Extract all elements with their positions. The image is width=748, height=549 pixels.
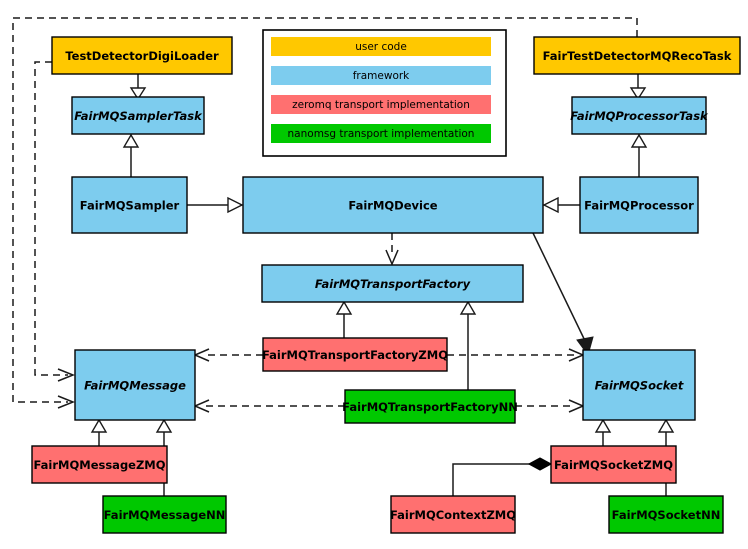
node-box[interactable] bbox=[533, 36, 741, 75]
node-box[interactable] bbox=[571, 96, 707, 135]
node-TestDetectorDigiLoader[interactable]: TestDetectorDigiLoader bbox=[51, 36, 233, 75]
edge-digiloader-to-message bbox=[34, 61, 76, 382]
node-FairMQProcessorTask[interactable]: FairMQProcessorTask bbox=[570, 96, 709, 135]
node-box[interactable] bbox=[102, 495, 227, 534]
node-FairMQSocketZMQ[interactable]: FairMQSocketZMQ bbox=[550, 445, 677, 484]
node-FairMQContextZMQ[interactable]: FairMQContextZMQ bbox=[390, 495, 516, 534]
node-box[interactable] bbox=[344, 389, 516, 424]
legend-item-zeromq: zeromq transport implementation bbox=[271, 95, 491, 114]
node-FairMQSamplerTask[interactable]: FairMQSamplerTask bbox=[71, 96, 205, 135]
node-FairMQTransportFactoryZMQ[interactable]: FairMQTransportFactoryZMQ bbox=[262, 337, 448, 372]
node-FairMQProcessor[interactable]: FairMQProcessor bbox=[579, 176, 699, 234]
edge-layer bbox=[12, 17, 675, 496]
node-FairTestDetectorMQRecoTask[interactable]: FairTestDetectorMQRecoTask bbox=[533, 36, 741, 75]
node-box[interactable] bbox=[74, 349, 196, 421]
node-FairMQDevice[interactable]: FairMQDevice bbox=[242, 176, 544, 234]
node-box[interactable] bbox=[390, 495, 516, 534]
edge-socketzmq-to-socket bbox=[594, 418, 612, 446]
edge-factoryzmq-to-message bbox=[193, 348, 263, 362]
node-box[interactable] bbox=[71, 176, 188, 234]
edge-device-to-socket bbox=[532, 232, 594, 357]
node-box[interactable] bbox=[51, 36, 233, 75]
edge-processor-to-processortask bbox=[630, 133, 648, 177]
edge-factoryzmq-to-factory bbox=[335, 300, 353, 338]
legend-item-user-code: user code bbox=[271, 37, 491, 56]
node-box[interactable] bbox=[582, 349, 696, 421]
node-FairMQMessageZMQ[interactable]: FairMQMessageZMQ bbox=[31, 445, 168, 484]
node-FairMQMessage[interactable]: FairMQMessage bbox=[74, 349, 196, 421]
edge-device-to-transportfactory bbox=[385, 233, 399, 266]
legend-swatch-framework bbox=[271, 66, 491, 85]
legend-swatch-nanomsg bbox=[271, 124, 491, 143]
edge-processor-to-device bbox=[542, 196, 580, 214]
edge-factorynn-to-message bbox=[193, 399, 345, 413]
node-FairMQSocketNN[interactable]: FairMQSocketNN bbox=[608, 495, 724, 534]
node-FairMQMessageNN[interactable]: FairMQMessageNN bbox=[102, 495, 227, 534]
node-box[interactable] bbox=[242, 176, 544, 234]
node-box[interactable] bbox=[71, 96, 205, 135]
node-box[interactable] bbox=[262, 337, 448, 372]
node-box[interactable] bbox=[31, 445, 168, 484]
node-FairMQTransportFactoryNN[interactable]: FairMQTransportFactoryNN bbox=[342, 389, 518, 424]
edge-factorynn-to-factory bbox=[459, 300, 477, 390]
edge-digiloader-to-samplertask bbox=[129, 74, 147, 101]
node-box[interactable] bbox=[550, 445, 677, 484]
legend-item-framework: framework bbox=[271, 66, 491, 85]
node-box[interactable] bbox=[261, 264, 524, 303]
node-FairMQSampler[interactable]: FairMQSampler bbox=[71, 176, 188, 234]
edge-messagezmq-to-message bbox=[90, 418, 108, 446]
node-FairMQSocket[interactable]: FairMQSocket bbox=[582, 349, 696, 421]
node-FairMQTransportFactory[interactable]: FairMQTransportFactory bbox=[261, 264, 524, 303]
edge-socketzmq-composes-contextzmq bbox=[452, 457, 553, 496]
legend-swatch-zeromq bbox=[271, 95, 491, 114]
legend-swatch-user-code bbox=[271, 37, 491, 56]
edge-recotask-to-processortask bbox=[629, 74, 647, 101]
node-box[interactable] bbox=[608, 495, 724, 534]
edge-factorynn-to-socket bbox=[515, 399, 585, 413]
legend: user code framework zeromq transport imp… bbox=[262, 29, 507, 157]
edge-recotask-to-message bbox=[12, 17, 638, 409]
edge-sampler-to-device bbox=[187, 196, 244, 214]
node-box[interactable] bbox=[579, 176, 699, 234]
legend-item-nanomsg: nanomsg transport implementation bbox=[271, 124, 491, 143]
edge-sampler-to-samplertask bbox=[122, 133, 140, 177]
